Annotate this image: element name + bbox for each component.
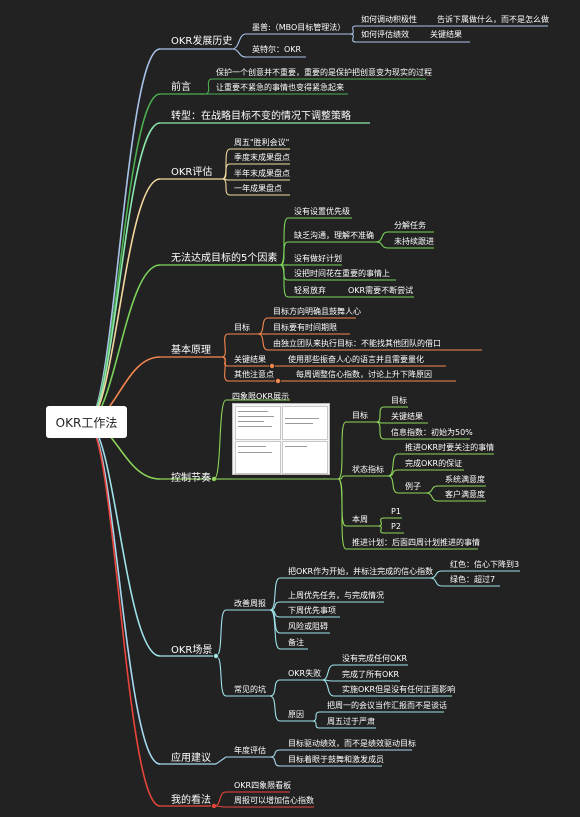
- node-mbo[interactable]: 墨普:（MBO目标管理法）: [252, 23, 346, 32]
- node-common-pitfalls[interactable]: 常见的坑: [234, 685, 266, 694]
- node-okr-start-confidence[interactable]: 把OKR作为开始，并标注完成的信心指数: [288, 567, 434, 576]
- node-key-results[interactable]: 关键结果: [430, 30, 462, 39]
- branch-control-rhythm[interactable]: 控制节奏: [171, 473, 211, 484]
- node-keep-trying[interactable]: OKR需要不断尝试: [348, 286, 414, 295]
- node-inspiring-language[interactable]: 使用那些振奋人心的语言并且需要量化: [288, 355, 424, 364]
- node-motivation[interactable]: 如何调动积极性: [361, 15, 417, 24]
- node-last-week-tasks[interactable]: 上周优先任务，与完成情况: [288, 591, 384, 600]
- node-goal-group[interactable]: 目标: [352, 411, 368, 420]
- node-remarks[interactable]: 备注: [288, 638, 304, 647]
- node-no-positive-impact[interactable]: 实施OKR但是没有任何正面影响: [342, 685, 456, 694]
- branch-preface[interactable]: 前言: [171, 82, 191, 93]
- node-other-notes[interactable]: 其他注意点: [234, 370, 274, 379]
- branch-my-view[interactable]: 我的看法: [171, 795, 211, 806]
- branch-five-factors[interactable]: 无法达成目标的5个因素: [171, 253, 278, 264]
- branch-okr-evaluation[interactable]: OKR评估: [171, 167, 213, 178]
- node-monday-report[interactable]: 把周一的会议当作汇报而不是谈话: [327, 701, 447, 710]
- node-goal[interactable]: 目标: [391, 396, 407, 405]
- node-example[interactable]: 例子: [405, 482, 421, 491]
- node-confidence-50[interactable]: 信息指数：初始为50%: [391, 428, 473, 437]
- node-independent-team[interactable]: 由独立团队来执行目标：不能找其他团队的借口: [273, 339, 441, 348]
- node-confidence-in-report[interactable]: 周报可以增加信心指数: [234, 796, 314, 805]
- node-no-priority[interactable]: 没有设置优先级: [294, 207, 350, 216]
- branch-application-advice[interactable]: 应用建议: [171, 753, 211, 764]
- node-give-up[interactable]: 轻易放弃: [294, 286, 326, 295]
- node-friday-win[interactable]: 周五"胜利会议": [234, 138, 290, 147]
- node-customer-satisfaction[interactable]: 客户满意度: [445, 490, 485, 499]
- node-annual-evaluation[interactable]: 年度评估: [234, 746, 266, 755]
- node-objective[interactable]: 目标: [234, 323, 250, 332]
- node-half-year-review[interactable]: 半年末成果盘点: [234, 169, 290, 178]
- branch-okr-scenarios[interactable]: OKR场景: [171, 645, 213, 656]
- node-goal-drives-performance[interactable]: 目标驱动绩效，而不是绩效驱动目标: [288, 739, 416, 748]
- node-advance-plan[interactable]: 推进计划：后面四周计划推进的事情: [352, 538, 480, 547]
- node-risks[interactable]: 风险或阻碍: [288, 622, 328, 631]
- node-next-week-priorities[interactable]: 下周优先事项: [288, 606, 336, 615]
- node-improve-weekly-report[interactable]: 改善周报: [234, 599, 266, 608]
- node-evaluate-performance[interactable]: 如何评估绩效: [361, 30, 409, 39]
- node-quarter-review[interactable]: 季度末成果盘点: [234, 153, 290, 162]
- node-split-tasks[interactable]: 分解任务: [394, 221, 426, 230]
- node-no-plan[interactable]: 没有做好计划: [294, 254, 342, 263]
- node-green-confidence[interactable]: 绿色：超过7: [450, 575, 496, 584]
- node-key-result[interactable]: 关键结果: [234, 355, 266, 364]
- node-p1[interactable]: P1: [391, 507, 401, 516]
- node-lack-communication[interactable]: 缺乏沟通，理解不准确: [294, 231, 374, 240]
- branch-transformation[interactable]: 转型：在战略目标不变的情况下调整策略: [171, 111, 351, 122]
- node-inspire-members[interactable]: 目标着眼于鼓舞和激发成员: [288, 755, 384, 764]
- node-intel-okr[interactable]: 英特尔：OKR: [252, 45, 302, 54]
- node-time-limit[interactable]: 目标要有时间期限: [273, 323, 337, 332]
- branch-basic-principles[interactable]: 基本原理: [171, 345, 211, 356]
- node-focus-items[interactable]: 推进OKR时要关注的事情: [405, 443, 495, 452]
- node-friday-serious[interactable]: 周五过于严肃: [327, 717, 375, 726]
- branch-okr-history[interactable]: OKR发展历史: [171, 36, 233, 47]
- node-inspiring-goal[interactable]: 目标方向明确且鼓舞人心: [273, 307, 361, 316]
- quadrant-okr-image: [232, 403, 330, 475]
- node-none-completed[interactable]: 没有完成任何OKR: [342, 654, 408, 663]
- node-tell-what[interactable]: 告诉下属做什么，而不是怎么做: [437, 15, 549, 24]
- node-protect-process[interactable]: 保护一个创意并不重要，重要的是保护把创意变为现实的过程: [216, 68, 432, 77]
- root-label: OKR工作法: [55, 415, 118, 430]
- node-okr-failure[interactable]: OKR失败: [288, 669, 322, 678]
- node-time-not-important[interactable]: 没把时间花在重要的事情上: [294, 269, 390, 278]
- node-p2[interactable]: P2: [391, 522, 401, 531]
- node-goal-key-results[interactable]: 关键结果: [391, 412, 423, 421]
- node-no-followup[interactable]: 未持续跟进: [394, 237, 434, 246]
- root-node[interactable]: OKR工作法: [46, 406, 127, 438]
- node-weekly-confidence[interactable]: 每周调整信心指数，讨论上升下降原因: [296, 370, 432, 379]
- node-reasons[interactable]: 原因: [288, 710, 304, 719]
- node-all-completed[interactable]: 完成了所有OKR: [342, 670, 400, 679]
- node-this-week[interactable]: 本周: [352, 515, 368, 524]
- node-quadrant-board[interactable]: OKR四象限看板: [234, 781, 292, 790]
- node-year-review[interactable]: 一年成果盘点: [234, 184, 282, 193]
- node-system-satisfaction[interactable]: 系统满意度: [445, 475, 485, 484]
- node-status-indicators[interactable]: 状态指标: [352, 465, 384, 474]
- node-quadrant-display[interactable]: 四象限OKR展示: [232, 392, 290, 401]
- node-red-confidence[interactable]: 红色：信心下降到3: [450, 560, 520, 569]
- node-urgent[interactable]: 让重要不紧急的事情也变得紧急起来: [216, 83, 344, 92]
- node-completion-guarantee[interactable]: 完成OKR的保证: [405, 459, 463, 468]
